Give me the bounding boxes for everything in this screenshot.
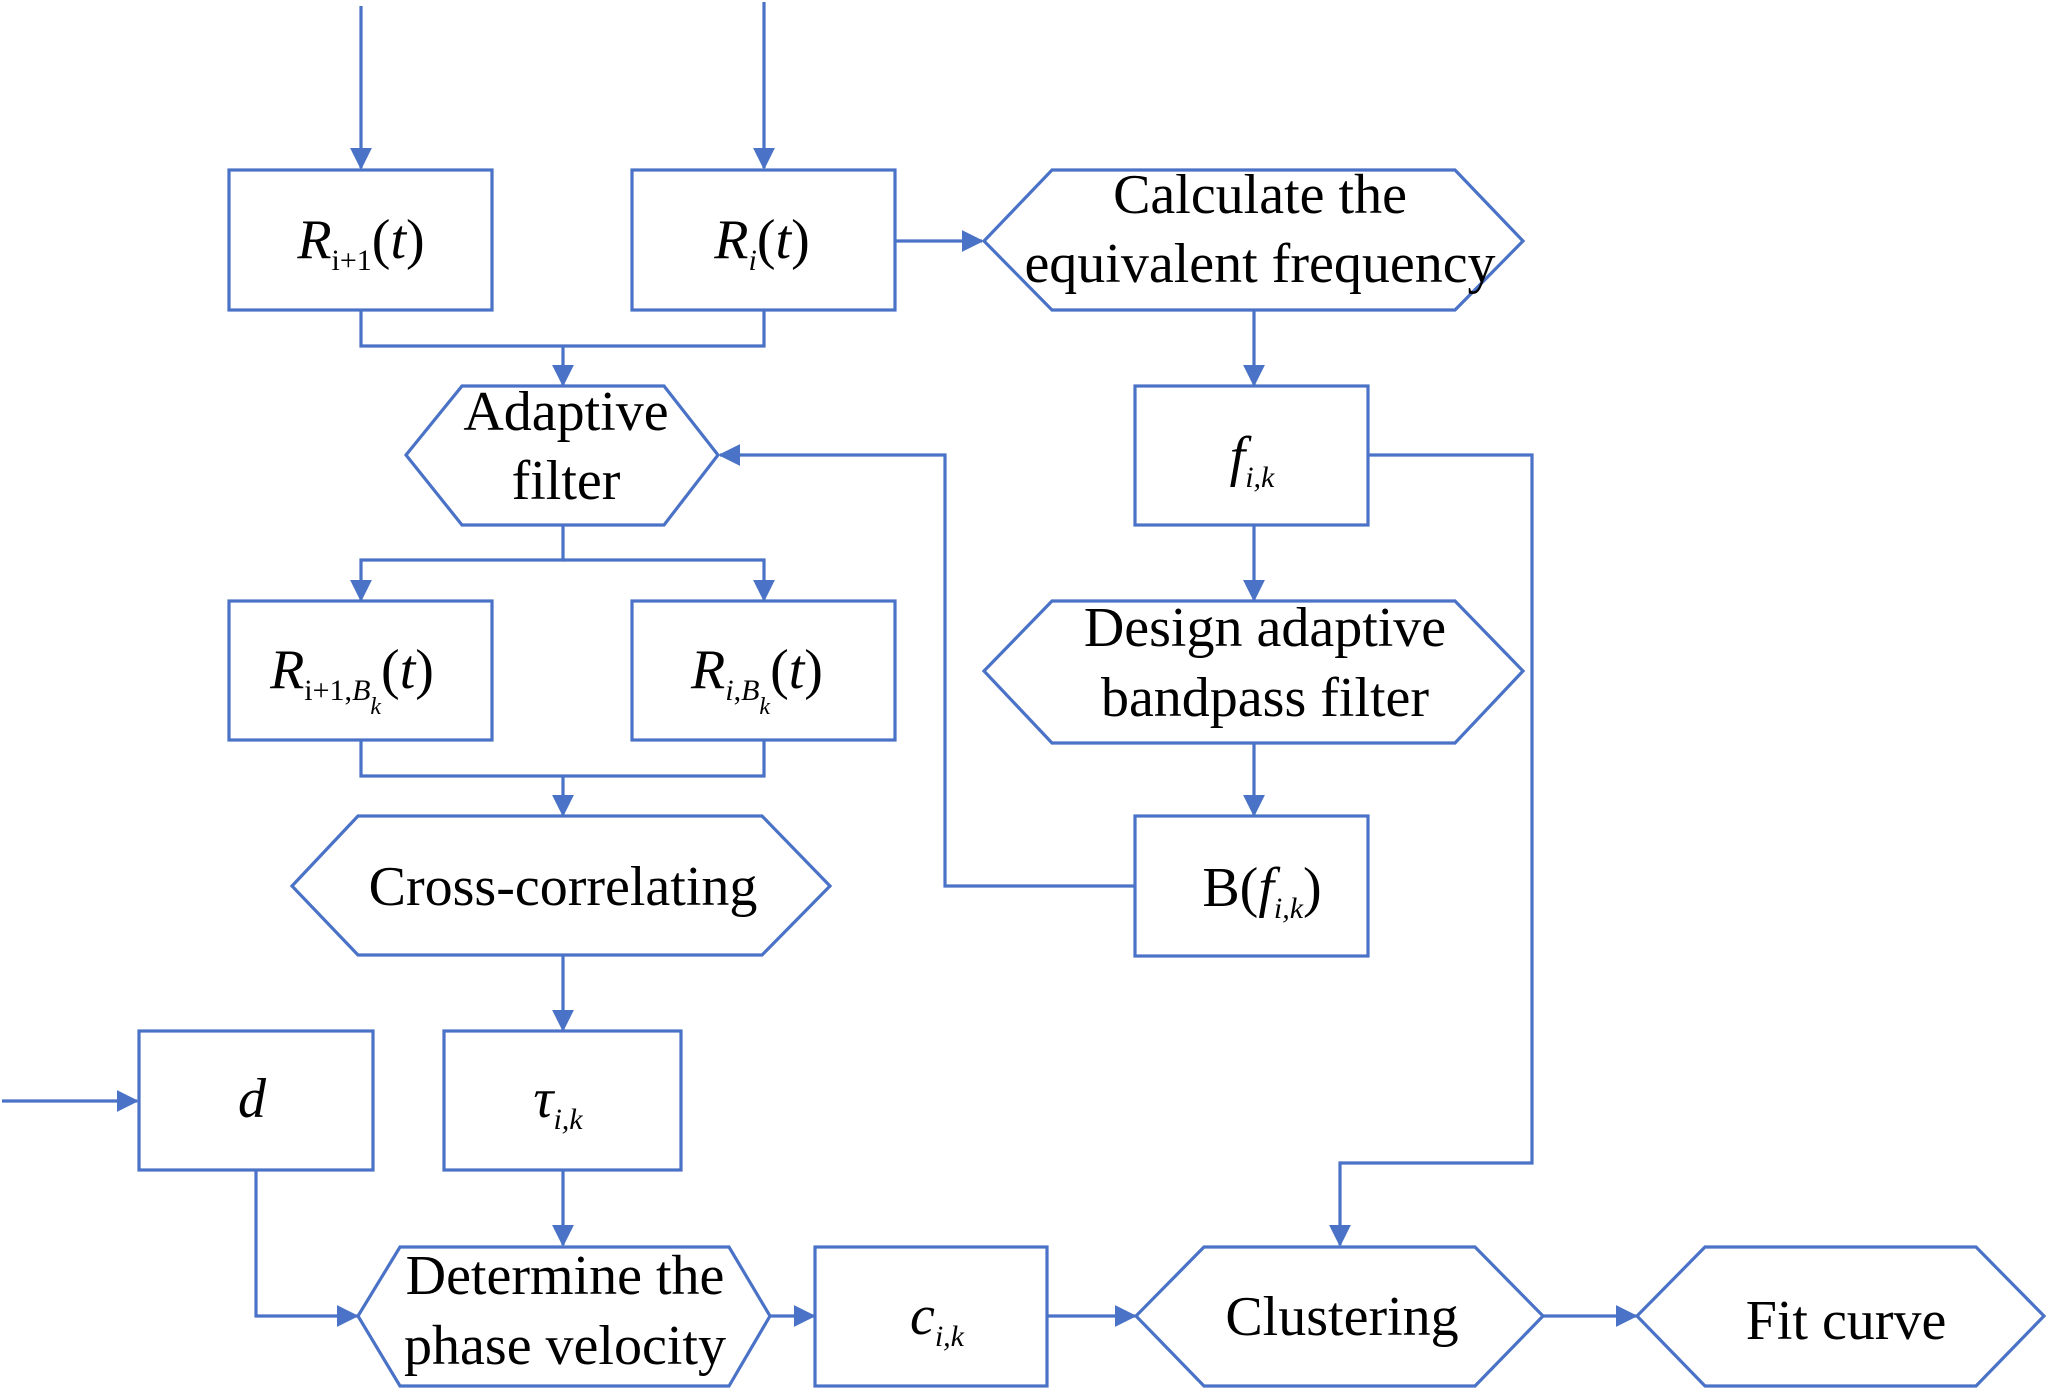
node-r-i-b[interactable]: Ri,Bk(t) [630, 599, 897, 742]
node-phase-velocity[interactable]: Determine the phase velocity [356, 1245, 772, 1388]
design-line-1: Design adaptive [1084, 597, 1446, 659]
phase-line-2: phase velocity [404, 1315, 726, 1377]
calc-freq-line-1: Calculate the [1113, 164, 1407, 226]
adaptive-line-2: filter [512, 450, 621, 512]
node-tau[interactable]: τi,k [442, 1029, 683, 1172]
edge-d-to-phase [254, 1170, 359, 1327]
node-f-ik[interactable]: fi,k [1133, 384, 1370, 527]
design-line-2: bandpass filter [1101, 667, 1429, 729]
edge-adaptive-to-r-i-b [563, 558, 775, 602]
node-clustering[interactable]: Clustering [1133, 1245, 1546, 1388]
node-r-next[interactable]: Ri+1(t) [227, 168, 494, 312]
node-r-i[interactable]: Ri(t) [630, 168, 897, 312]
connectors [2, 2, 1638, 1327]
node-calc-freq[interactable]: Calculate the equivalent frequency [981, 164, 1526, 312]
cluster-line-1: Clustering [1225, 1286, 1458, 1348]
node-r-next-b[interactable]: Ri+1,Bk(t) [227, 599, 494, 742]
nodes: Ri+1(t) Ri(t) Calculate the equivalent f… [137, 164, 2047, 1388]
node-c-ik[interactable]: ci,k [813, 1245, 1049, 1388]
phase-line-1: Determine the [406, 1245, 725, 1307]
node-design-filter[interactable]: Design adaptive bandpass filter [981, 597, 1526, 745]
node-d[interactable]: d [137, 1029, 375, 1172]
adaptive-line-1: Adaptive [463, 381, 668, 443]
node-cross-correlating[interactable]: Cross-correlating [289, 814, 833, 957]
edge-f-ik-to-cluster [1329, 453, 1534, 1247]
node-adaptive-filter[interactable]: Adaptive filter [403, 381, 721, 527]
node-b-f[interactable]: B(fi,k) [1133, 814, 1370, 958]
cross-line-1: Cross-correlating [369, 856, 758, 918]
edge-b-f-to-adaptive [718, 444, 1134, 888]
edge-r-next-to-adaptive [359, 310, 766, 348]
node-r-i-label: Ri(t) [713, 209, 809, 277]
node-d-label: d [238, 1068, 267, 1130]
fit-line-1: Fit curve [1746, 1290, 1947, 1352]
edge-r-b-merge [359, 740, 766, 778]
node-b-f-label: B(fi,k) [1202, 857, 1321, 925]
node-fit-curve[interactable]: Fit curve [1634, 1245, 2047, 1388]
calc-freq-line-2: equivalent frequency [1024, 233, 1495, 295]
sub-i-plus-1: i+1 [332, 244, 372, 277]
edge-adaptive-split [350, 525, 565, 602]
